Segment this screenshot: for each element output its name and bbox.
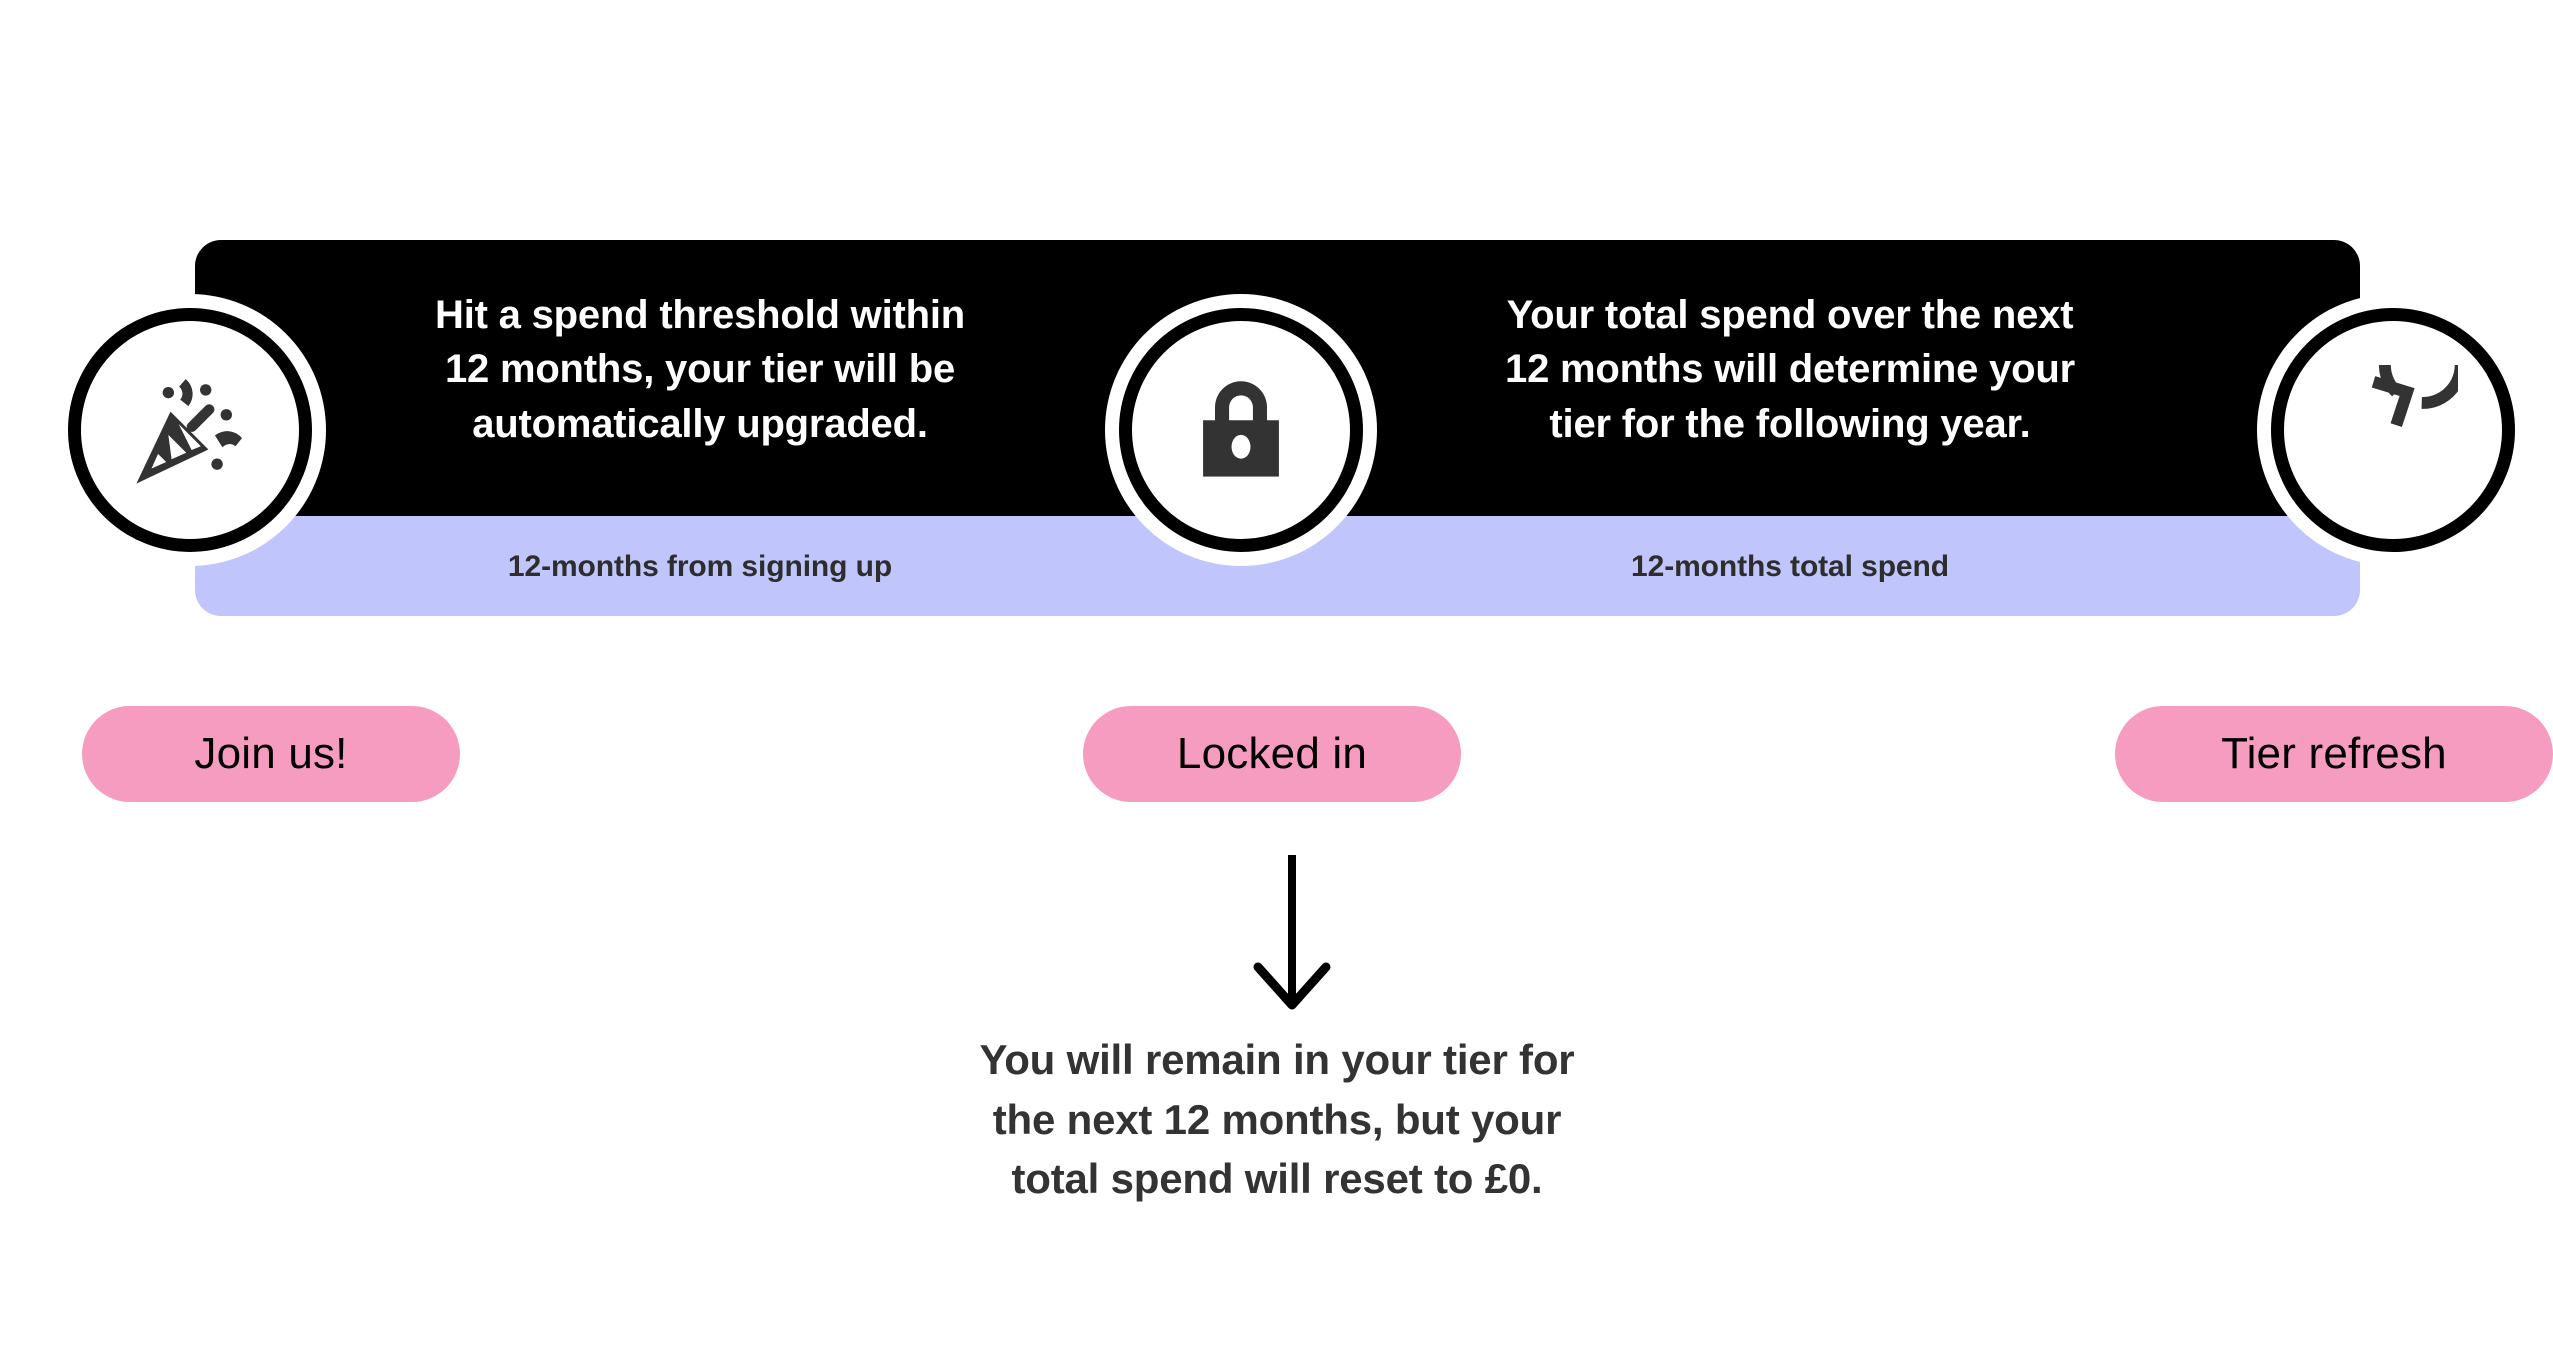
timeline-segment-signup-duration: 12-months from signing up bbox=[507, 550, 893, 583]
pill-locked-in[interactable]: Locked in bbox=[1083, 706, 1461, 802]
milestone-badge-refresh bbox=[2257, 294, 2529, 566]
lock-icon bbox=[1203, 381, 1279, 477]
timeline-segment-locked-duration: 12-months total spend bbox=[1631, 550, 1949, 583]
down-arrow-icon bbox=[1253, 855, 1331, 1010]
timeline-segment-locked-description: Your total spend over the next 12 months… bbox=[1505, 293, 2075, 446]
party-popper-icon bbox=[136, 379, 242, 484]
pill-tier-refresh[interactable]: Tier refresh bbox=[2115, 706, 2553, 802]
refresh-icon bbox=[2371, 365, 2458, 427]
pill-join-us[interactable]: Join us! bbox=[82, 706, 460, 802]
tier-reset-caption: You will remain in your tier for the nex… bbox=[979, 1036, 1575, 1203]
tier-timeline: Hit a spend threshold within 12 months, … bbox=[0, 0, 2553, 660]
milestone-badge-join bbox=[54, 294, 326, 566]
milestone-badge-locked bbox=[1105, 294, 1377, 566]
timeline-segment-signup-description: Hit a spend threshold within 12 months, … bbox=[435, 293, 965, 446]
